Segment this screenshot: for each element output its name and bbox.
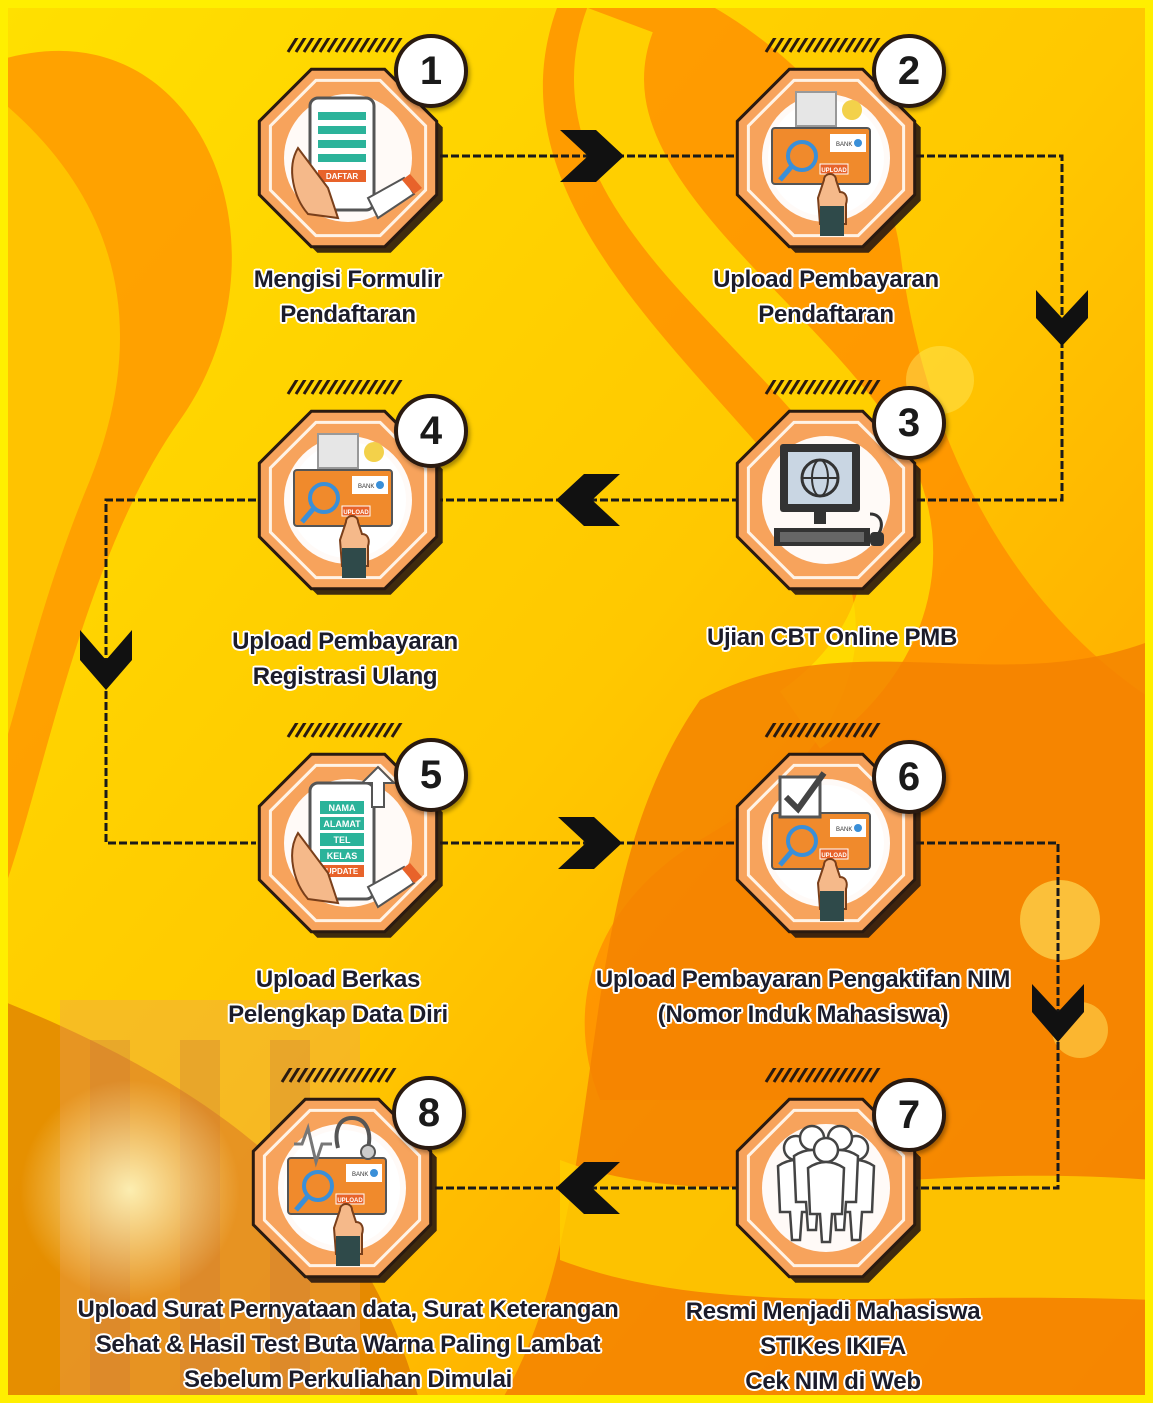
svg-text:BANK: BANK bbox=[358, 484, 374, 490]
step-label-line: Upload Pembayaran bbox=[232, 628, 458, 655]
step-label-line: Registrasi Ulang bbox=[252, 663, 438, 690]
svg-text:UPLOAD: UPLOAD bbox=[821, 168, 847, 174]
step-1: DAFTAR bbox=[228, 38, 468, 278]
svg-text:TEL: TEL bbox=[334, 835, 352, 845]
step-label: Upload Pembayaran Pengaktifan NIM (Nomor … bbox=[573, 962, 1033, 1032]
upload-check-icon: BANK UPLOAD bbox=[768, 771, 884, 921]
step-graphic: BANK UPLOAD bbox=[735, 38, 921, 253]
step-graphic: BANK UPLOAD bbox=[735, 723, 921, 938]
svg-text:KELAS: KELAS bbox=[327, 851, 358, 861]
step-label-line: Pendaftaran bbox=[280, 301, 416, 328]
step-label-line: Mengisi Formulir bbox=[253, 266, 443, 293]
step-graphic: BANK UPLOAD bbox=[257, 380, 443, 595]
svg-text:ALAMAT: ALAMAT bbox=[323, 819, 361, 829]
step-number-badge: 7 bbox=[872, 1078, 946, 1152]
step-2: BANK UPLOAD bbox=[706, 38, 946, 278]
svg-text:UPLOAD: UPLOAD bbox=[337, 1198, 363, 1204]
step-number-badge: 6 bbox=[872, 740, 946, 814]
step-number-badge: 2 bbox=[872, 34, 946, 108]
step-number-badge: 5 bbox=[394, 738, 468, 812]
step-label-line: Upload Pembayaran Pengaktifan NIM bbox=[595, 966, 1011, 993]
step-label: Upload Surat Pernyataan data, Surat Kete… bbox=[38, 1292, 658, 1397]
arrow-right-icon bbox=[560, 130, 624, 182]
step-7 bbox=[706, 1068, 946, 1308]
upload-payment-icon: BANK UPLOAD bbox=[768, 91, 884, 236]
step-graphic: NAMA ALAMAT TEL KELAS UPDATE bbox=[257, 723, 443, 938]
arrow-left-icon bbox=[556, 1162, 620, 1214]
step-number-badge: 3 bbox=[872, 386, 946, 460]
step-label-line: Upload Berkas bbox=[255, 966, 421, 993]
step-5: NAMA ALAMAT TEL KELAS UPDATE bbox=[228, 723, 468, 963]
arrow-left-icon bbox=[556, 474, 620, 526]
svg-text:BANK: BANK bbox=[836, 827, 852, 833]
svg-text:NAMA: NAMA bbox=[329, 803, 356, 813]
step-label-line: Resmi Menjadi Mahasiswa bbox=[685, 1298, 981, 1325]
step-label-line: Pelengkap Data Diri bbox=[228, 1001, 448, 1028]
step-graphic bbox=[735, 380, 921, 595]
step-label-line: Cek NIM di Web bbox=[745, 1368, 921, 1395]
svg-text:BANK: BANK bbox=[836, 142, 852, 148]
step-4: BANK UPLOAD bbox=[228, 380, 468, 620]
computer-globe-icon bbox=[774, 444, 884, 546]
step-label-line: Sebelum Perkuliahan Dimulai bbox=[183, 1366, 512, 1393]
step-label-line: Upload Pembayaran bbox=[713, 266, 939, 293]
step-3 bbox=[706, 380, 946, 620]
upload-medical-icon: BANK UPLOAD bbox=[284, 1116, 400, 1266]
step-number-badge: 1 bbox=[394, 34, 468, 108]
step-label-line: Pendaftaran bbox=[758, 301, 894, 328]
phone-update-icon: NAMA ALAMAT TEL KELAS UPDATE bbox=[291, 765, 422, 909]
connector-2-3 bbox=[916, 154, 1064, 502]
step-label-line: Upload Surat Pernyataan data, Surat Kete… bbox=[77, 1296, 619, 1323]
step-label: Ujian CBT Online PMB bbox=[652, 620, 1012, 655]
step-label-line: Sehat & Hasil Test Buta Warna Paling Lam… bbox=[95, 1331, 601, 1358]
svg-text:DAFTAR: DAFTAR bbox=[326, 172, 359, 181]
step-label-line: (Nomor Induk Mahasiswa) bbox=[657, 1001, 949, 1028]
arrow-down-icon bbox=[1032, 984, 1084, 1042]
svg-text:BANK: BANK bbox=[352, 1172, 368, 1178]
arrow-down-icon bbox=[80, 630, 132, 690]
step-6: BANK UPLOAD bbox=[706, 723, 946, 963]
step-label-line: STIKes IKIFA bbox=[760, 1333, 906, 1360]
step-label-line: Ujian CBT Online PMB bbox=[706, 624, 957, 651]
upload-payment-icon: BANK UPLOAD bbox=[290, 433, 406, 578]
arrow-down-icon bbox=[1036, 290, 1088, 346]
step-graphic: DAFTAR bbox=[257, 38, 443, 253]
step-number-badge: 8 bbox=[392, 1076, 466, 1150]
svg-text:UPLOAD: UPLOAD bbox=[821, 853, 847, 859]
step-number-badge: 4 bbox=[394, 394, 468, 468]
arrow-right-icon bbox=[558, 817, 622, 869]
svg-text:UPLOAD: UPLOAD bbox=[343, 510, 369, 516]
step-graphic bbox=[735, 1068, 921, 1283]
svg-text:UPDATE: UPDATE bbox=[326, 867, 359, 876]
phone-form-icon: DAFTAR bbox=[291, 96, 422, 220]
people-group-icon bbox=[776, 1124, 876, 1244]
